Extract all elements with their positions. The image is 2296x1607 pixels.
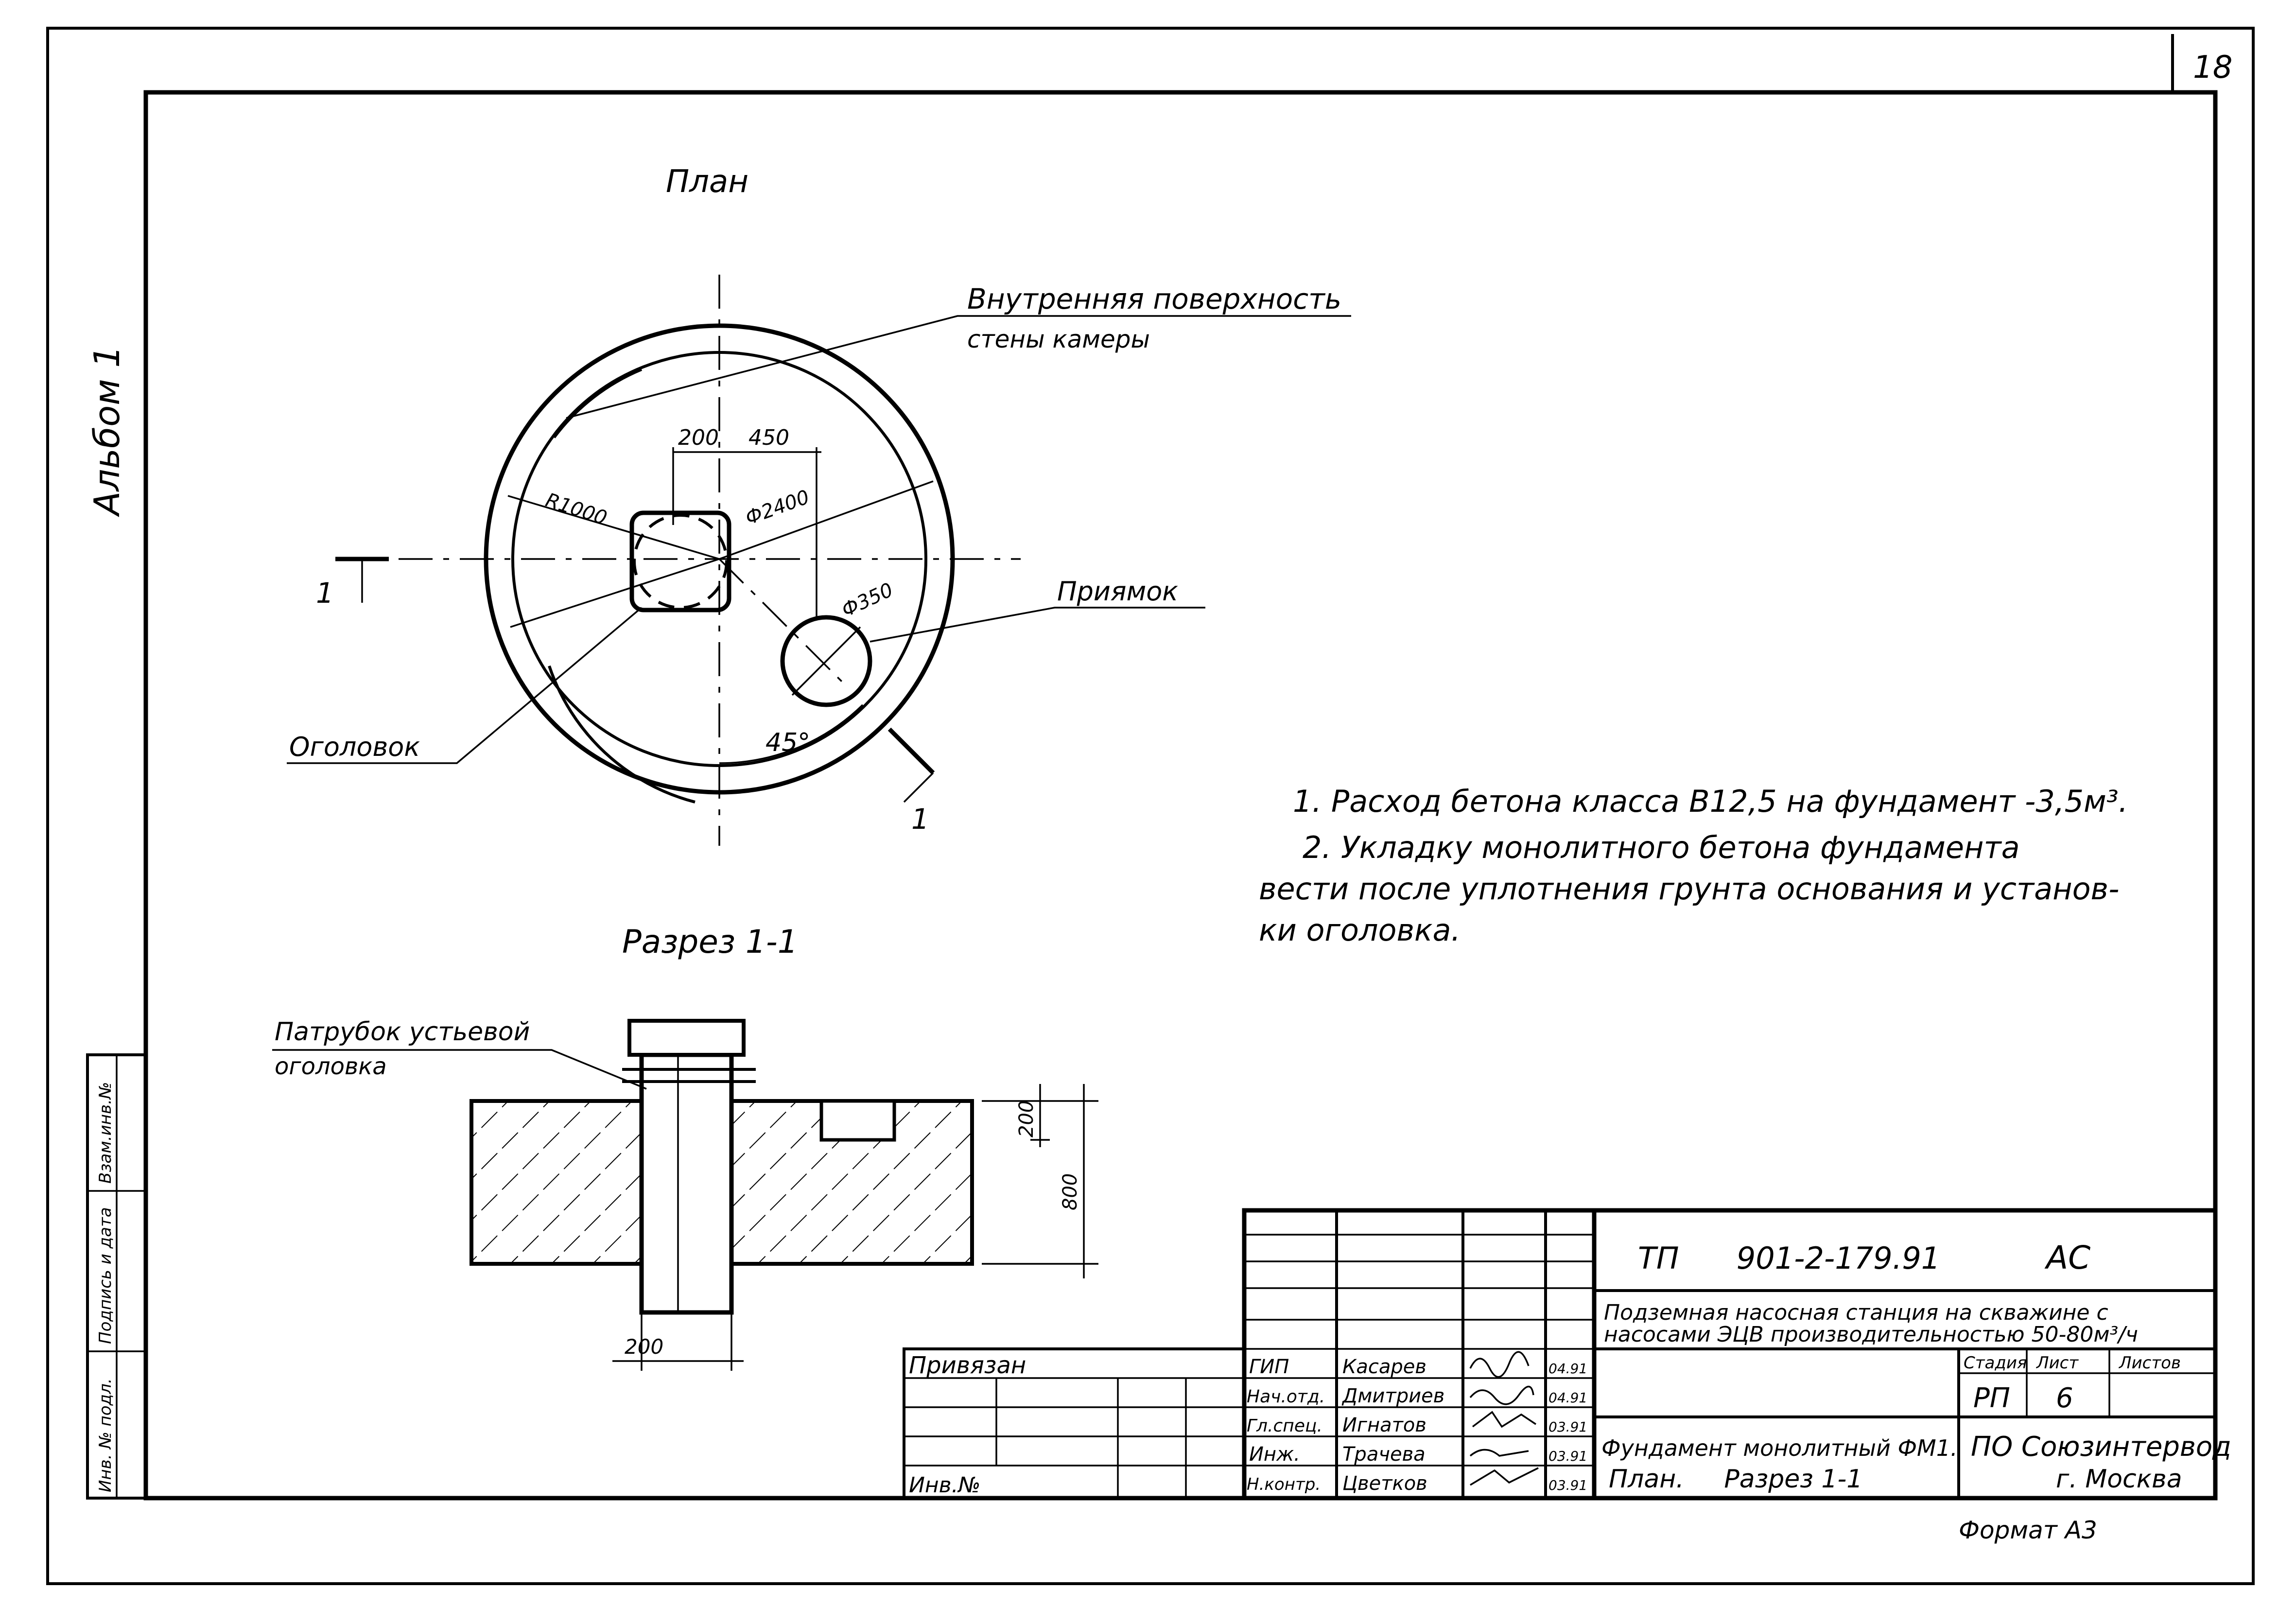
signature-2: [1469, 1385, 1534, 1405]
drawing-name-1: Фундамент монолитный ФМ1.: [1601, 1435, 1958, 1461]
project-title-1: Подземная насосная станция на скважине с: [1604, 1300, 2108, 1325]
cut-mark-right: 1: [911, 803, 929, 836]
inner-arc-top: [553, 368, 643, 438]
date-1: 04.91: [1548, 1361, 1587, 1377]
date-3: 03.91: [1548, 1419, 1587, 1435]
name-4: Трачева: [1342, 1443, 1426, 1466]
centerline-diagonal: [718, 558, 847, 686]
inner-arc-bottom: [548, 665, 696, 804]
name-1: Касарев: [1342, 1356, 1426, 1378]
pit-leader: [870, 607, 1205, 643]
angle-arc: [719, 704, 864, 764]
role-1: ГИП: [1249, 1356, 1289, 1378]
role-2: Нач.отд.: [1247, 1387, 1325, 1407]
page-number: 18: [2193, 50, 2232, 86]
angle-label: 45°: [765, 728, 810, 757]
doc-mark: АС: [2044, 1239, 2090, 1276]
org-name-2: г. Москва: [2056, 1465, 2182, 1494]
pipe-body: [639, 1052, 734, 1315]
dim-200-section: 200: [1015, 1100, 1038, 1137]
linked-label: Привязан: [909, 1352, 1026, 1379]
note-2: 2. Укладку монолитного бетона фундамента: [1303, 830, 2020, 865]
stage-header: Стадия: [1964, 1353, 2027, 1373]
wall-leader: [566, 315, 1351, 419]
head-square: [629, 510, 731, 612]
dim-200-bottom: 200: [625, 1335, 663, 1359]
note-3: вести после уплотнения грунта основания …: [1259, 871, 2119, 907]
note-1: 1. Расход бетона класса В12,5 на фундаме…: [1293, 784, 2128, 819]
wall-leader-1: Внутренняя поверхность: [967, 282, 1341, 315]
d350-label: Ф350: [838, 579, 897, 622]
pipe-label-1: Патрубок устьевой: [275, 1017, 530, 1047]
note-4: ки оголовка.: [1259, 912, 1461, 948]
head-leader: [287, 607, 643, 764]
inv-no-label: Инв.№: [909, 1473, 980, 1498]
plan-title: План: [666, 164, 748, 200]
date-5: 03.91: [1548, 1477, 1587, 1493]
signature-4: [1469, 1449, 1529, 1457]
sheet-value: 6: [2056, 1382, 2073, 1414]
head-label: Оголовок: [289, 732, 420, 762]
name-3: Игнатов: [1342, 1414, 1426, 1436]
stage-value: РП: [1973, 1382, 2010, 1414]
plan-view: План 200 450 R1000 Ф2400 Ф350 45°: [287, 164, 1351, 846]
title-block: ГИП Нач.отд. Гл.спец. Инж. Н.контр. Каса…: [903, 1208, 2231, 1501]
dim-450-plan: 450: [748, 425, 789, 450]
org-name-1: ПО Союзинтервод: [1971, 1431, 2231, 1463]
section-view: Разрез 1-1 Патрубок устьевой оголовка 20…: [272, 923, 1098, 1371]
date-2: 04.91: [1548, 1390, 1587, 1406]
drawing-name-2: План. Разрез 1-1: [1609, 1465, 1862, 1494]
wall-leader-2: стены камеры: [967, 325, 1150, 353]
strip-inv-repl: Взам.инв.№: [96, 1082, 115, 1184]
cut-mark-left: 1: [316, 576, 334, 610]
format-label: Формат А3: [1959, 1516, 2097, 1544]
sheets-header: Листов: [2118, 1353, 2181, 1373]
outer-frame: [46, 27, 2255, 1585]
sheet-header: Лист: [2035, 1353, 2079, 1373]
strip-sign-date: Подпись и дата: [96, 1207, 115, 1344]
section-title: Разрез 1-1: [622, 923, 798, 961]
signature-3: [1472, 1411, 1536, 1428]
date-4: 03.91: [1548, 1448, 1587, 1464]
left-strip: Взам.инв.№ Подпись и дата Инв. № подл.: [86, 1053, 147, 1500]
role-5: Н.контр.: [1247, 1475, 1321, 1494]
doc-code: ТП 901-2-179.91: [1638, 1240, 1940, 1276]
r1000-label: R1000: [543, 489, 609, 530]
pit-label: Приямок: [1057, 576, 1178, 607]
signature-1: [1469, 1351, 1530, 1378]
signature-5: [1470, 1467, 1539, 1486]
notes: 1. Расход бетона класса В12,5 на фундаме…: [1259, 784, 2128, 948]
strip-inv-orig: Инв. № подл.: [96, 1378, 115, 1492]
dim-200-plan: 200: [678, 425, 719, 450]
project-title-2: насосами ЭЦВ производительностью 50-80м³…: [1604, 1322, 2138, 1347]
dim-800-section: 800: [1059, 1173, 1081, 1210]
d2400-label: Ф2400: [743, 486, 813, 530]
pipe-flange: [627, 1019, 746, 1057]
name-2: Дмитриев: [1341, 1385, 1444, 1407]
role-4: Инж.: [1249, 1443, 1300, 1466]
pit-circle: [780, 615, 872, 707]
name-5: Цветков: [1342, 1472, 1427, 1495]
role-3: Гл.спец.: [1247, 1416, 1322, 1436]
pit-recess: [819, 1099, 896, 1142]
album-label: Альбом 1: [87, 346, 127, 517]
head-dashed-circle: [633, 514, 728, 609]
pipe-label-2: оголовка: [275, 1053, 387, 1080]
